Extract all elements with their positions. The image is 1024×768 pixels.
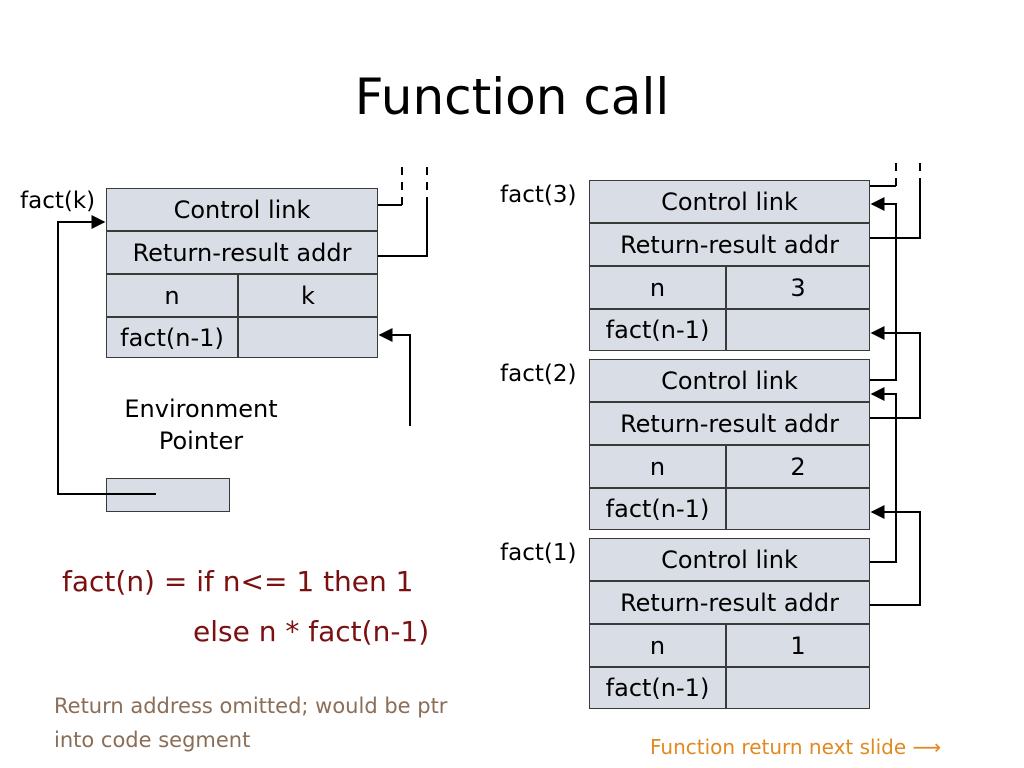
next-slide-link[interactable]: Function return next slide ⟶ xyxy=(650,735,942,759)
generic-local-name-cell: fact(n-1) xyxy=(106,317,238,358)
environment-pointer-line2: Pointer xyxy=(158,427,244,455)
stack-record-label: fact(2) xyxy=(500,361,577,387)
stack-record-3-control-link-cell: Control link xyxy=(589,538,870,581)
generic-control-link-cell: Control link xyxy=(106,188,378,231)
stack-record-3-return-addr-cell: Return-result addr xyxy=(589,581,870,624)
generic-return-addr-wire xyxy=(378,205,428,257)
generic-local-value-cell xyxy=(238,317,378,358)
stack-record-1-local-value-cell xyxy=(726,309,870,351)
stack-record-1-param-name-cell: n xyxy=(589,266,726,309)
stack-record-3-local-name-cell: fact(n-1) xyxy=(589,667,726,709)
stack-record-2-local-value-cell xyxy=(726,488,870,530)
fact1-control-link-arrow xyxy=(870,387,897,563)
stack-record-2-control-link-cell: Control link xyxy=(589,359,870,402)
environment-pointer-caption: Environment Pointer xyxy=(101,393,301,457)
stack-record-3-param-name-cell: n xyxy=(589,624,726,667)
generic-return-addr-cell: Return-result addr xyxy=(106,231,378,274)
stack-record-2-return-addr-cell: Return-result addr xyxy=(589,402,870,445)
stack-record-3-param-value-cell: 1 xyxy=(726,624,870,667)
footnote: Return address omitted; would be ptr int… xyxy=(54,694,448,752)
generic-record-label: fact(k) xyxy=(20,188,96,214)
stack-record-1-param-value-cell: 3 xyxy=(726,266,870,309)
code-line-1: fact(n) = if n<= 1 then 1 xyxy=(62,565,414,598)
stack-record-2-local-name-cell: fact(n-1) xyxy=(589,488,726,530)
environment-pointer-line1: Environment xyxy=(124,395,278,423)
generic-local-arrow xyxy=(378,328,411,426)
stack-record-label: fact(1) xyxy=(500,540,577,566)
environment-pointer-arrow xyxy=(57,215,156,495)
stack-record-3-local-value-cell xyxy=(726,667,870,709)
stack-record-2-param-value-cell: 2 xyxy=(726,445,870,488)
stack-record-label: fact(3) xyxy=(500,182,577,208)
generic-param-value-cell: k xyxy=(238,274,378,317)
stack-record-1-control-link-cell: Control link xyxy=(589,180,870,223)
code-line-2: else n * fact(n-1) xyxy=(193,615,430,648)
generic-param-name-cell: n xyxy=(106,274,238,317)
stack-record-2-param-name-cell: n xyxy=(589,445,726,488)
fact3-return-addr-wire xyxy=(870,186,921,239)
stack-record-1-return-addr-cell: Return-result addr xyxy=(589,223,870,266)
fact2-control-link-arrow xyxy=(870,197,897,381)
stack-record-1-local-name-cell: fact(n-1) xyxy=(589,309,726,351)
slide-title: Function call xyxy=(354,68,670,126)
fact1-return-addr-arrow xyxy=(870,505,921,606)
